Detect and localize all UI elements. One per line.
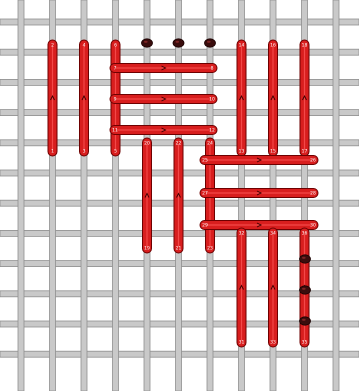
- stitch-number: 15: [270, 149, 276, 155]
- stitch-number: 35: [302, 340, 308, 346]
- stitch-number: 2: [51, 43, 54, 49]
- stitch-number: 1: [51, 149, 54, 155]
- stitch-number: 5: [114, 149, 117, 155]
- stitch-number: 4: [83, 43, 86, 49]
- stitch-number: 36: [302, 231, 308, 237]
- stitch-number: 29: [202, 223, 208, 229]
- knot-stitch: [205, 39, 216, 47]
- stitch-number: 24: [207, 141, 213, 147]
- stitch-number: 6: [114, 43, 117, 49]
- stitch-number: 17: [302, 149, 308, 155]
- stitch-number: 9: [114, 97, 117, 103]
- knot-stitch: [300, 317, 311, 325]
- stitch-number: 28: [310, 191, 316, 197]
- stitch-number: 32: [239, 231, 245, 237]
- knot-stitch: [173, 39, 184, 47]
- stitch-number: 22: [176, 141, 182, 147]
- knot-highlight: [144, 41, 148, 43]
- knot-highlight: [176, 41, 180, 43]
- stitch-number: 25: [202, 158, 208, 164]
- stitch-number: 33: [270, 340, 276, 346]
- stitch-number: 10: [209, 97, 215, 103]
- canvas-thread-vertical: [18, 0, 24, 391]
- stitch-number: 23: [207, 246, 213, 252]
- knot-highlight: [207, 41, 211, 43]
- stitch-number: 20: [144, 141, 150, 147]
- canvas-thread-vertical: [333, 0, 339, 391]
- knot-highlight: [302, 319, 306, 321]
- stitch-number: 16: [270, 43, 276, 49]
- stitch-number: 14: [239, 43, 245, 49]
- stitch-number: 3: [83, 149, 86, 155]
- stitch-number: 21: [176, 246, 182, 252]
- knot-stitch: [300, 255, 311, 263]
- stitch-number: 18: [302, 43, 308, 49]
- stitch-number: 31: [239, 340, 245, 346]
- stitch-number: 8: [211, 66, 214, 72]
- knot-stitch: [300, 286, 311, 294]
- stitch-number: 34: [270, 231, 276, 237]
- stitch-number: 27: [202, 191, 208, 197]
- stitch-number: 13: [239, 149, 245, 155]
- stitch-number: 12: [209, 128, 215, 134]
- stitch-number: 19: [144, 246, 150, 252]
- stitch-number: 7: [114, 66, 117, 72]
- stitch-number: 26: [310, 158, 316, 164]
- stitch-number: 30: [310, 223, 316, 229]
- knot-highlight: [302, 288, 306, 290]
- knot-stitch: [142, 39, 153, 47]
- knot-highlight: [302, 257, 306, 259]
- stitch-number: 11: [112, 128, 118, 134]
